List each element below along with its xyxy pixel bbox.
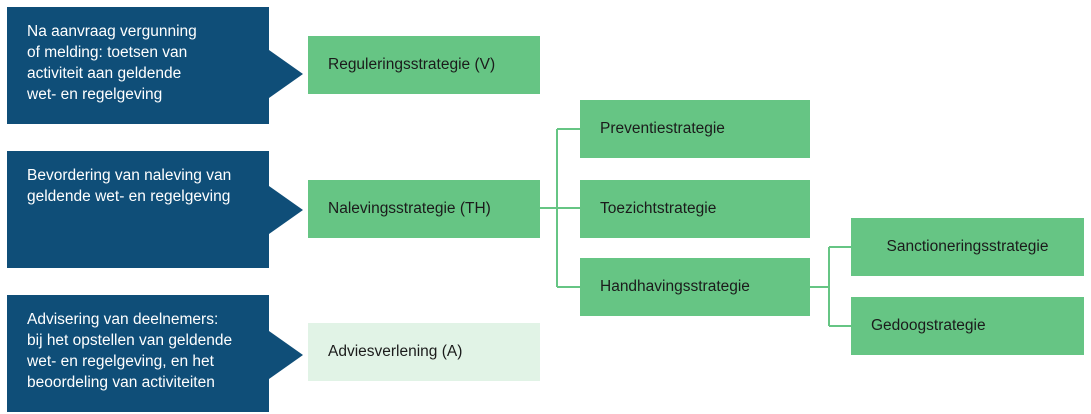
box-adviesverlening-label: Adviesverlening (A)	[328, 343, 463, 360]
box-reguleringsstrategie-label: Reguleringsstrategie (V)	[328, 56, 496, 73]
box-reguleringsstrategie: Reguleringsstrategie (V)	[308, 36, 540, 94]
callout-advisering-text: Advisering van deelnemers: bij het opste…	[27, 311, 233, 391]
callout-arrow	[269, 50, 303, 98]
box-gedoogstrategie-label: Gedoogstrategie	[871, 317, 986, 334]
callout-vergunning-text: Na aanvraag vergunning of melding: toets…	[27, 23, 197, 103]
callout-arrow	[269, 186, 303, 234]
box-nalevingsstrategie-label: Nalevingsstrategie (TH)	[328, 200, 491, 217]
box-sanctioneringsstrategie-label: Sanctioneringsstrategie	[886, 238, 1049, 255]
callout-arrow	[269, 331, 303, 379]
box-preventiestrategie-label: Preventiestrategie	[600, 120, 725, 137]
box-adviesverlening: Adviesverlening (A)	[308, 323, 540, 381]
box-gedoogstrategie: Gedoogstrategie	[851, 297, 1084, 355]
box-toezichtstrategie-label: Toezichtstrategie	[600, 200, 717, 217]
box-preventiestrategie: Preventiestrategie	[580, 100, 810, 158]
box-handhavingsstrategie: Handhavingsstrategie	[580, 258, 810, 316]
box-sanctioneringsstrategie: Sanctioneringsstrategie	[851, 218, 1084, 276]
callout-advisering: Advisering van deelnemers: bij het opste…	[7, 295, 303, 412]
box-handhavingsstrategie-label: Handhavingsstrategie	[600, 278, 750, 295]
callout-naleving: Bevordering van naleving van geldende we…	[7, 151, 303, 268]
box-nalevingsstrategie: Nalevingsstrategie (TH)	[308, 180, 540, 238]
box-toezichtstrategie: Toezichtstrategie	[580, 180, 810, 238]
callout-vergunning: Na aanvraag vergunning of melding: toets…	[7, 7, 303, 124]
callout-naleving-text: Bevordering van naleving van geldende we…	[27, 167, 232, 205]
